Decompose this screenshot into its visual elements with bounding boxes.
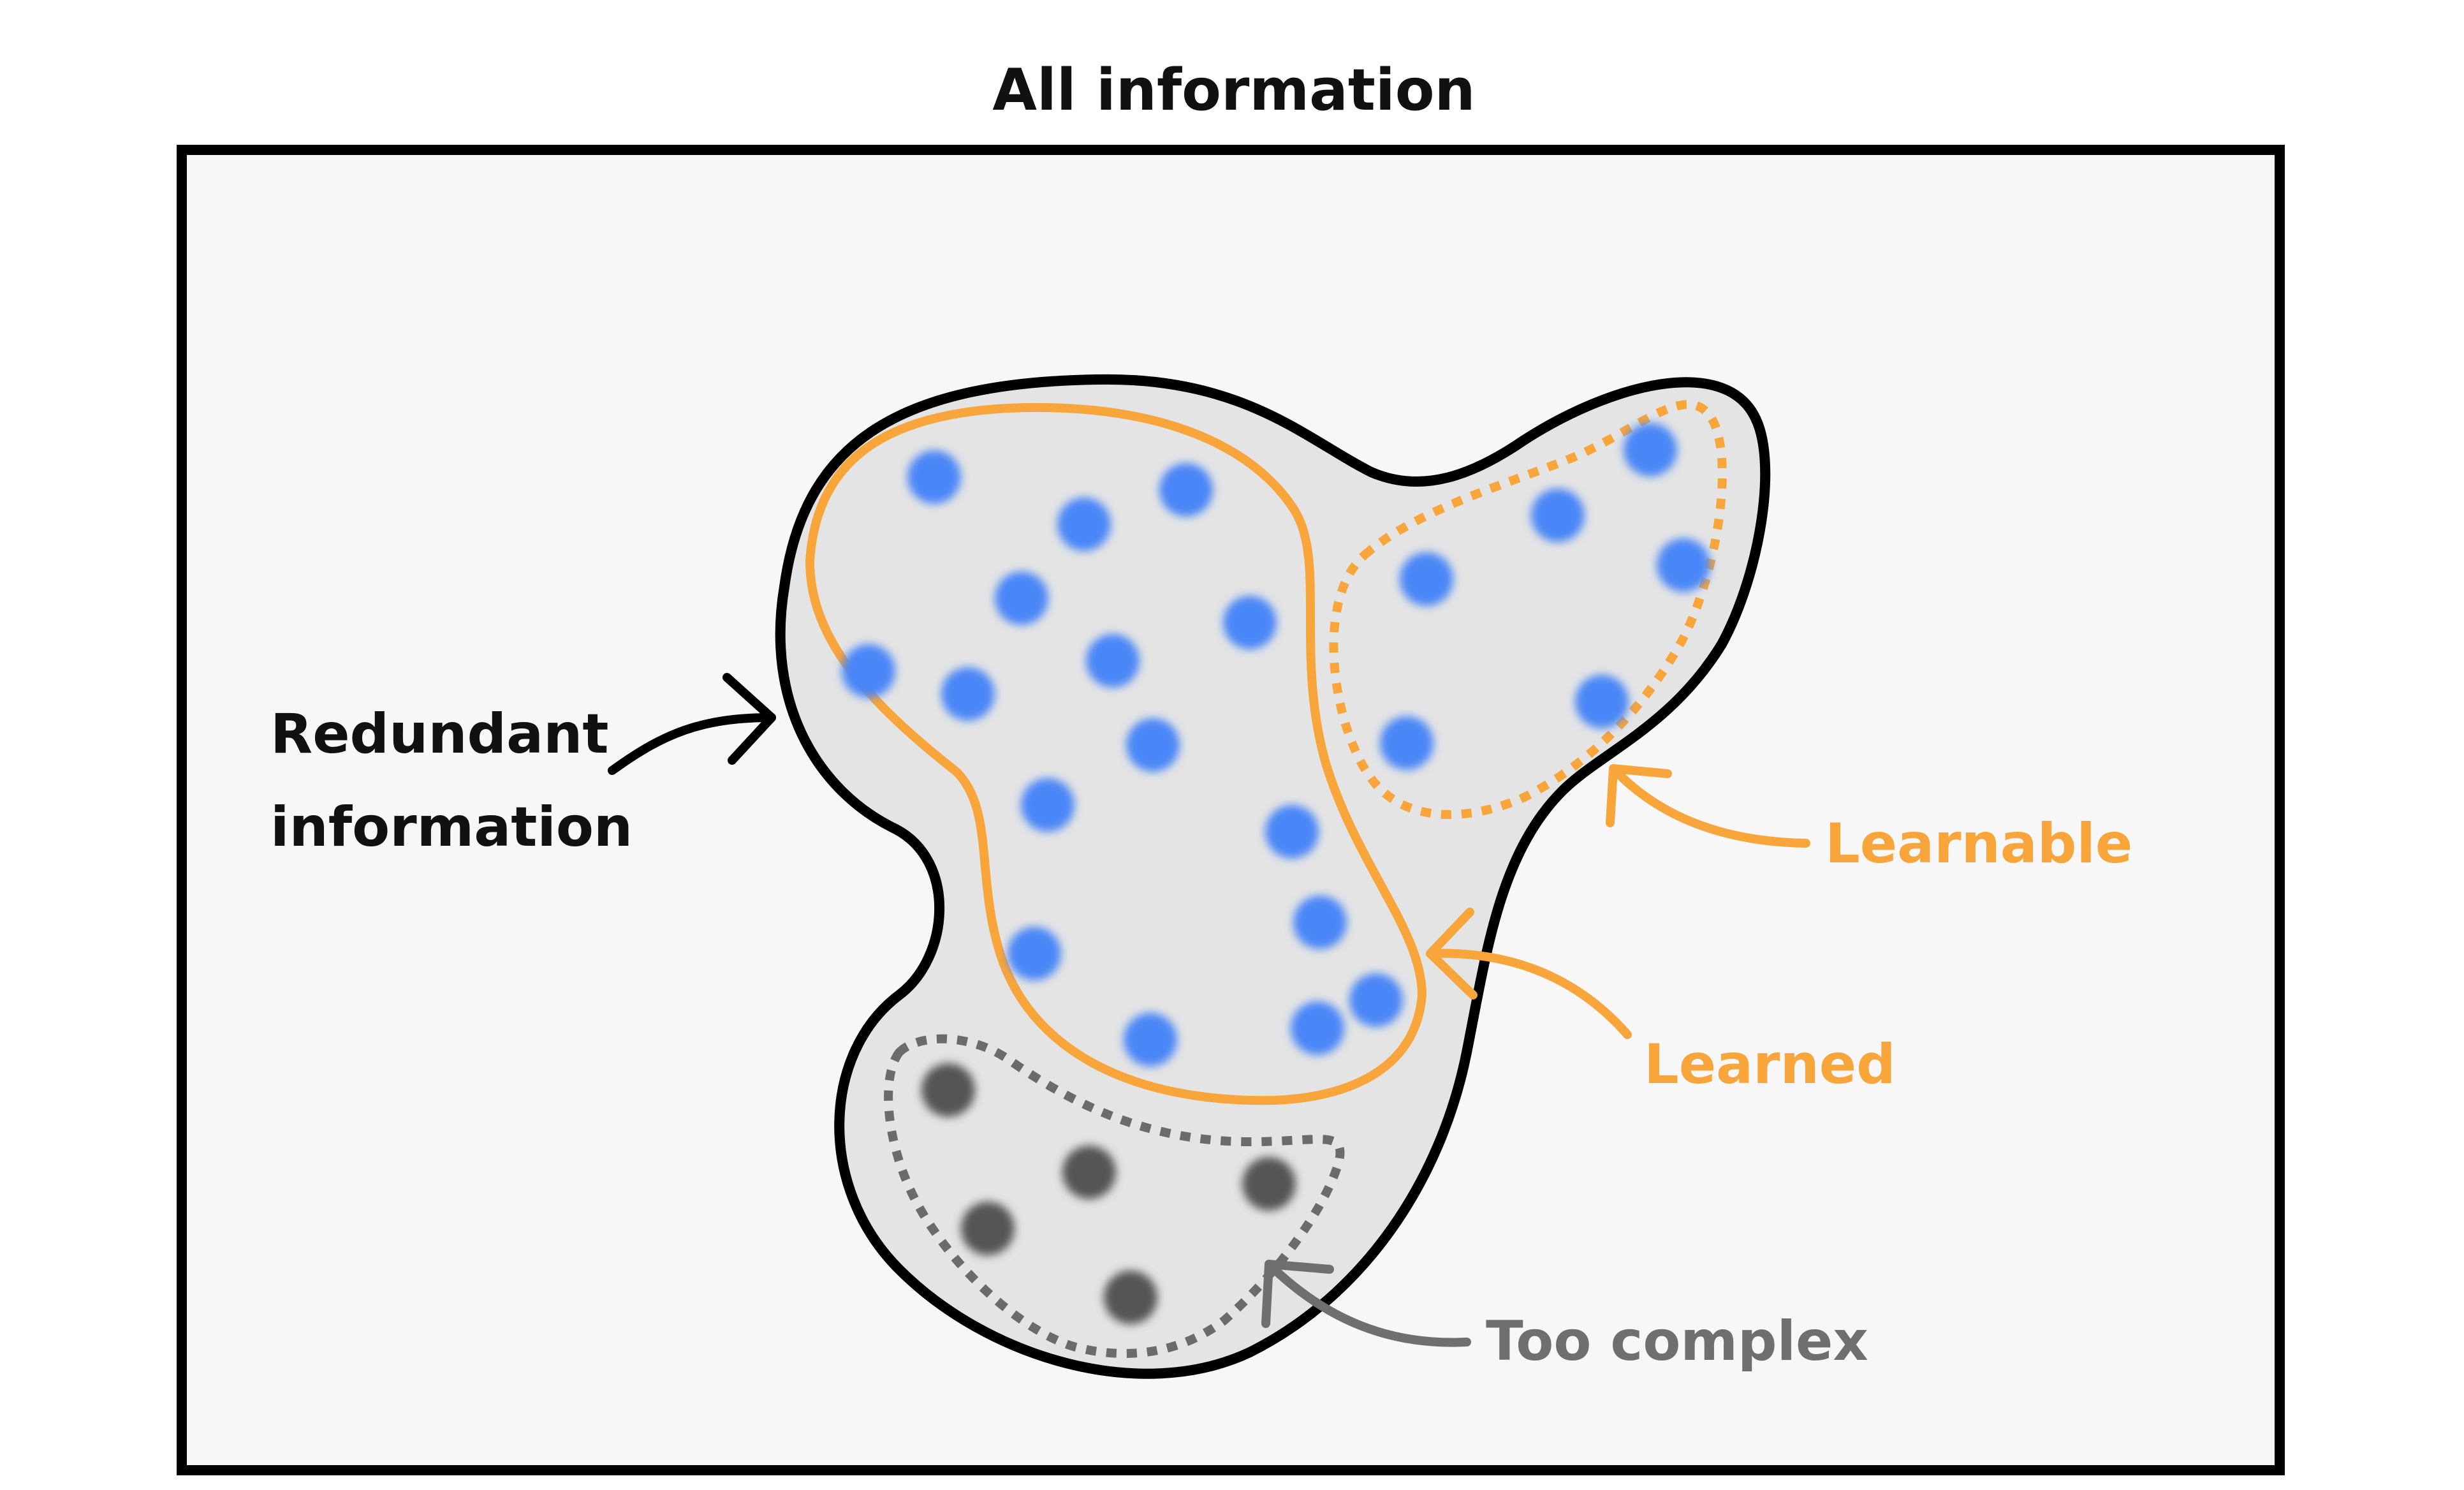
redundant-arrow — [608, 673, 776, 775]
redundant-label-line1: Redundant — [270, 702, 609, 766]
too-complex-label: Too complex — [1486, 1309, 1868, 1373]
blue-dot — [1265, 805, 1319, 859]
blue-dot — [1159, 463, 1213, 517]
blue-dot — [1624, 423, 1677, 476]
blue-dot — [1531, 489, 1585, 542]
blue-dot — [1008, 927, 1061, 980]
blue-dot — [1575, 675, 1629, 728]
gray-dots — [921, 1063, 1296, 1324]
blue-dot — [1349, 973, 1403, 1027]
blue-dot — [1380, 716, 1434, 770]
learned-arrow — [1426, 908, 1632, 1039]
blue-dot — [1400, 552, 1453, 606]
blue-dot — [1057, 498, 1111, 551]
gray-dot — [1242, 1157, 1296, 1211]
blue-dot — [1021, 778, 1074, 832]
blue-dot — [941, 667, 995, 721]
blue-dot — [1293, 896, 1347, 949]
learned-region — [805, 402, 1427, 1105]
learnable-arrow — [1606, 764, 1810, 848]
learned-label: Learned — [1644, 1033, 1896, 1096]
blue-dot — [1291, 1001, 1344, 1055]
too-complex-arrow — [1261, 1260, 1471, 1347]
learnable-region — [1329, 400, 1727, 819]
redundant-label-line2: information — [270, 795, 633, 859]
blue-dot — [1086, 634, 1140, 688]
blue-dots — [842, 423, 1710, 1066]
gray-dot — [1062, 1146, 1116, 1199]
information-blob — [775, 374, 1771, 1379]
blue-dot — [995, 572, 1048, 625]
learnable-label: Learnable — [1825, 812, 2132, 876]
gray-dot — [961, 1202, 1015, 1255]
gray-dot — [921, 1063, 975, 1117]
diagram-title: All information — [992, 57, 1475, 124]
blue-dot — [1124, 1013, 1177, 1066]
blue-dot — [842, 644, 895, 698]
blue-dot — [1126, 718, 1180, 772]
blue-dot — [1657, 538, 1710, 592]
gray-dot — [1104, 1271, 1157, 1324]
blue-dot — [1223, 596, 1277, 649]
blue-dot — [907, 450, 961, 504]
too-complex-region — [884, 1034, 1345, 1358]
